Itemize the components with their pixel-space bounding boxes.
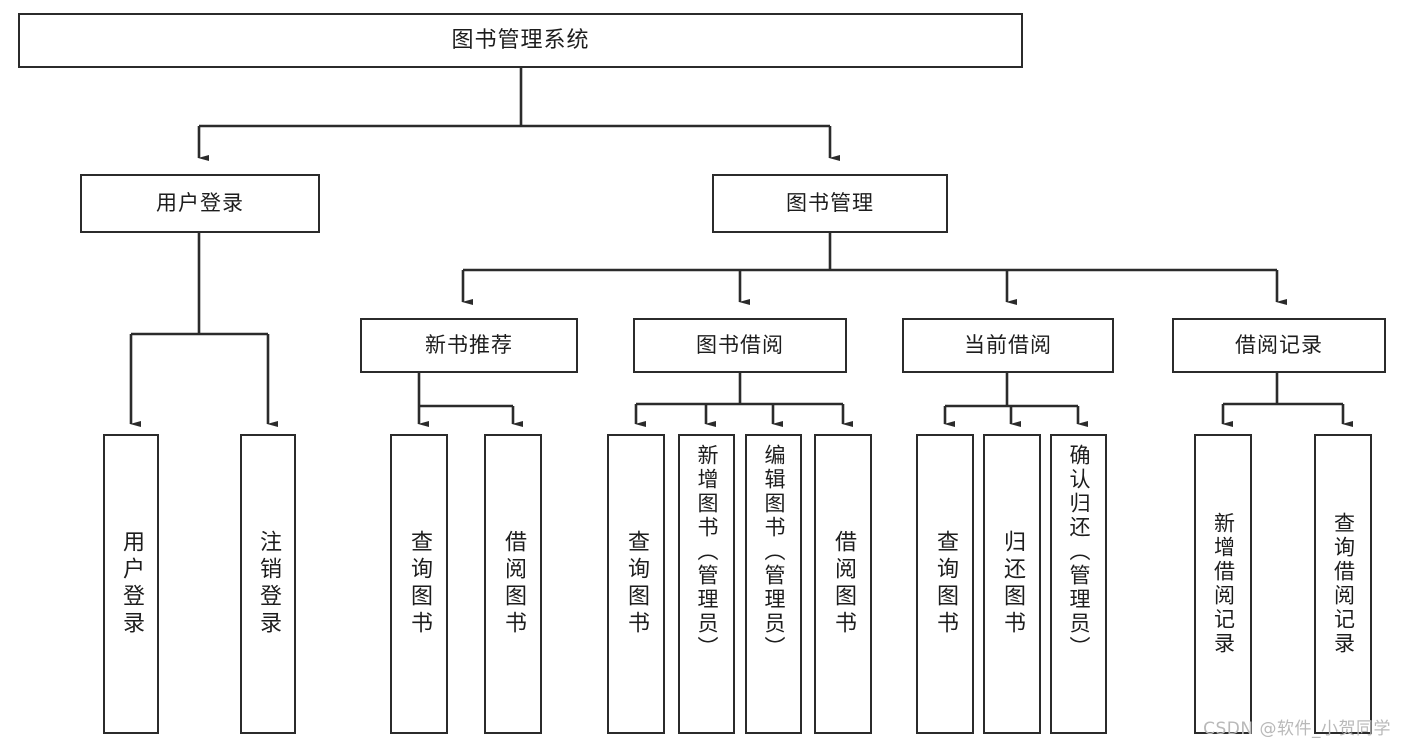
leaf-borrow-add-book[interactable]: 新增图书（管理员） [678,434,735,734]
node-user-login-label: 用户登录 [156,191,244,216]
leaf-current-confirm-return-label: 确认归还（管理员） [1067,444,1091,660]
node-book-management-label: 图书管理 [786,191,874,216]
leaf-borrow-borrow-book[interactable]: 借阅图书 [814,434,872,734]
node-user-login[interactable]: 用户登录 [80,174,320,233]
leaf-borrow-add-book-label: 新增图书（管理员） [695,444,719,660]
leaf-user-login-signout-label: 注销登录 [256,530,281,638]
node-borrow-record-label: 借阅记录 [1235,333,1323,358]
node-book-management[interactable]: 图书管理 [712,174,948,233]
leaf-current-query-book-label: 查询图书 [933,530,958,638]
leaf-record-query-label: 查询借阅记录 [1331,512,1356,656]
node-root-label: 图书管理系统 [451,27,590,53]
node-book-borrow-label: 图书借阅 [696,333,784,358]
leaf-user-login-signin[interactable]: 用户登录 [103,434,159,734]
leaf-record-query[interactable]: 查询借阅记录 [1314,434,1372,734]
leaf-borrow-borrow-book-label: 借阅图书 [831,530,856,638]
leaf-new-book-query[interactable]: 查询图书 [390,434,448,734]
node-new-book-recommend[interactable]: 新书推荐 [360,318,578,373]
leaf-borrow-query-book-label: 查询图书 [624,530,649,638]
node-current-borrow-label: 当前借阅 [964,333,1052,358]
leaf-record-add[interactable]: 新增借阅记录 [1194,434,1252,734]
node-new-book-recommend-label: 新书推荐 [425,333,513,358]
leaf-new-book-borrow-label: 借阅图书 [501,530,526,638]
leaf-borrow-edit-book[interactable]: 编辑图书（管理员） [745,434,802,734]
leaf-new-book-query-label: 查询图书 [407,530,432,638]
watermark-text: CSDN @软件_小贺同学 [1203,719,1391,739]
leaf-user-login-signin-label: 用户登录 [119,530,144,638]
leaf-current-return-book[interactable]: 归还图书 [983,434,1041,734]
leaf-current-query-book[interactable]: 查询图书 [916,434,974,734]
leaf-current-confirm-return[interactable]: 确认归还（管理员） [1050,434,1107,734]
node-current-borrow[interactable]: 当前借阅 [902,318,1114,373]
leaf-user-login-signout[interactable]: 注销登录 [240,434,296,734]
leaf-borrow-edit-book-label: 编辑图书（管理员） [762,444,786,660]
leaf-borrow-query-book[interactable]: 查询图书 [607,434,665,734]
leaf-new-book-borrow[interactable]: 借阅图书 [484,434,542,734]
node-root-book-management-system[interactable]: 图书管理系统 [18,13,1023,68]
node-borrow-record[interactable]: 借阅记录 [1172,318,1386,373]
leaf-record-add-label: 新增借阅记录 [1211,512,1236,656]
leaf-current-return-book-label: 归还图书 [1000,530,1025,638]
node-book-borrow[interactable]: 图书借阅 [633,318,847,373]
